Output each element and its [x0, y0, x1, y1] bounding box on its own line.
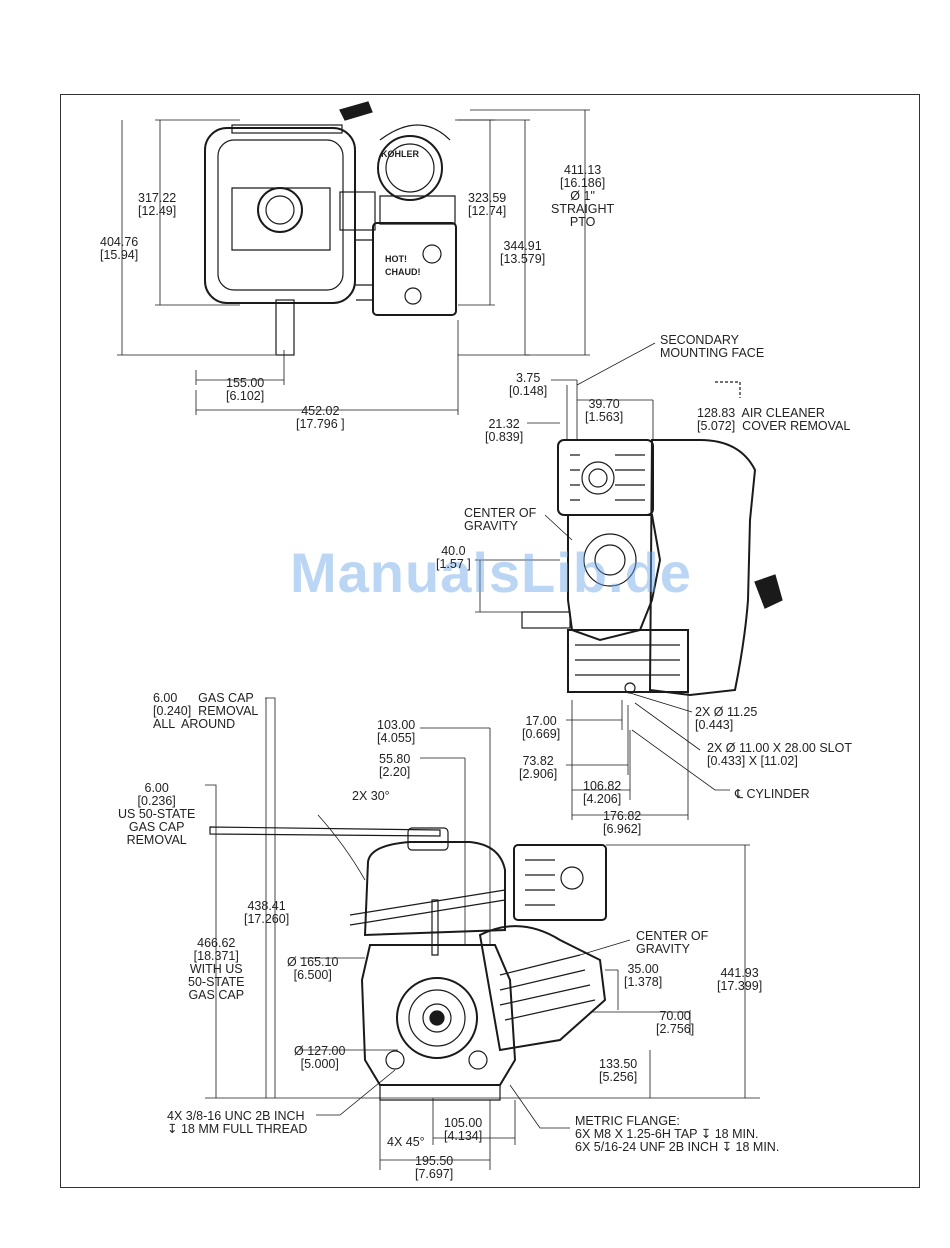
- dim-438-41: 438.41 [17.260]: [244, 899, 290, 926]
- dim-176-82: 176.82 [6.962]: [603, 809, 642, 836]
- dim-404-76: 404.76 [15.94]: [100, 235, 139, 262]
- dim-70: 70.00 [2.756]: [656, 1009, 695, 1036]
- dim-344-91: 344.91 [13.579]: [500, 239, 546, 266]
- side-view-engine: [521, 381, 783, 697]
- watermark: ManualsLib.de: [290, 541, 692, 604]
- dim-3-75: 3.75 [0.148]: [509, 371, 548, 398]
- dim-73-82: 73.82 [2.906]: [519, 754, 558, 781]
- front-view-engine: [209, 826, 607, 1101]
- thread-spec: 4X 3/8-16 UNC 2B INCH ↧ 18 MM FULL THREA…: [167, 1109, 308, 1136]
- dim-55-80: 55.80 [2.20]: [379, 752, 411, 779]
- dia-165-10: Ø 165.10 [6.500]: [287, 955, 339, 982]
- front-view-dimensions: [205, 697, 760, 1170]
- side-center-of-gravity: CENTER OF GRAVITY: [464, 506, 537, 533]
- slot-dimension: 2X Ø 11.00 X 28.00 SLOT [0.433] X [11.02…: [707, 741, 852, 768]
- hot-warning: HOT! CHAUD!: [385, 254, 421, 277]
- dim-441-93: 441.93 [17.399]: [717, 966, 763, 993]
- blower-logo: KOHLER: [381, 149, 419, 159]
- dim-452-02: 452.02 [17.796 ]: [296, 404, 345, 431]
- dim-106-82: 106.82 [4.206]: [583, 779, 622, 806]
- hole-11-25: 2X Ø 11.25 [0.443]: [695, 705, 758, 732]
- metric-flange: METRIC FLANGE: 6X M8 X 1.25-6H TAP ↧ 18 …: [575, 1114, 780, 1154]
- air-cleaner-removal: 128.83 AIR CLEANER [5.072] COVER REMOVAL: [697, 406, 851, 433]
- dim-317-22: 317.22 [12.49]: [138, 191, 177, 218]
- dim-466-62: 466.62 [18.371] WITH US 50-STATE GAS CAP: [188, 936, 245, 1002]
- cylinder-centerline: ℄ CYLINDER: [735, 787, 810, 801]
- dim-195-50: 195.50 [7.697]: [415, 1154, 454, 1181]
- dim-411-13-pto: 411.13 [16.186] Ø 1" STRAIGHT PTO: [551, 163, 615, 229]
- side-view-dimensions: [475, 342, 730, 820]
- dia-127: Ø 127.00 [5.000]: [294, 1044, 346, 1071]
- us-gas-cap-removal: 6.00 [0.236] US 50-STATE GAS CAP REMOVAL: [118, 781, 196, 847]
- dim-40: 40.0 [1.57 ]: [436, 544, 471, 571]
- top-view-dimensions: [117, 109, 590, 415]
- dim-35: 35.00 [1.378]: [624, 962, 663, 989]
- angle-30: 2X 30°: [352, 789, 390, 803]
- dim-105: 105.00 [4.134]: [444, 1116, 483, 1143]
- dim-323-59: 323.59 [12.74]: [468, 191, 507, 218]
- gas-cap-removal: 6.00 GAS CAP [0.240] REMOVAL ALL AROUND: [153, 691, 259, 731]
- dim-133-50: 133.50 [5.256]: [599, 1057, 638, 1084]
- top-view-engine: [204, 101, 457, 356]
- front-center-of-gravity: CENTER OF GRAVITY: [636, 929, 709, 956]
- dim-155: 155.00 [6.102]: [226, 376, 265, 403]
- dim-103: 103.00 [4.055]: [377, 718, 416, 745]
- dim-17: 17.00 [0.669]: [522, 714, 561, 741]
- dim-39-70: 39.70 [1.563]: [585, 397, 624, 424]
- secondary-mounting-face: SECONDARY MOUNTING FACE: [660, 333, 765, 360]
- dim-21-32: 21.32 [0.839]: [485, 417, 524, 444]
- angle-45: 4X 45°: [387, 1135, 425, 1149]
- drawing-frame: [60, 94, 920, 1188]
